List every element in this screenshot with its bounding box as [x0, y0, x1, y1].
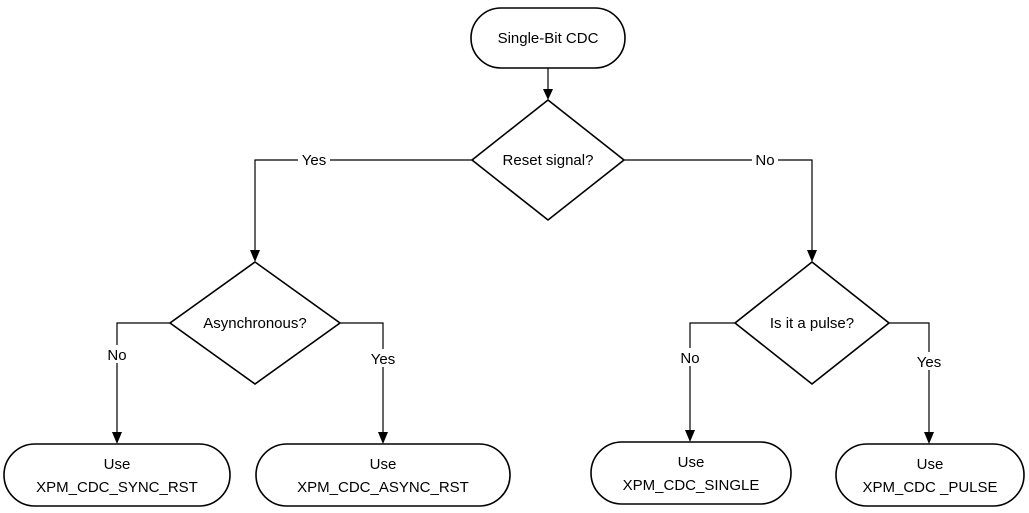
decision-asynchronous [168, 261, 342, 385]
arrowhead [543, 89, 553, 100]
edge-label-async-no: No [107, 347, 126, 364]
outcome-sync-rst-line2: XPM_CDC_SYNC_RST [36, 479, 198, 496]
decision-asynchronous-label: Asynchronous? [203, 315, 306, 332]
decision-is-pulse-label: Is it a pulse? [770, 315, 854, 332]
decision-reset-signal [470, 98, 626, 222]
arrowhead [378, 432, 388, 444]
connector-reset-no [624, 159, 813, 252]
outcome-single [590, 441, 792, 505]
edge-label-async-yes: Yes [371, 351, 395, 368]
decision-is-pulse [733, 260, 891, 386]
connector-pulse-yes [889, 322, 930, 434]
connector-reset-yes [254, 159, 472, 252]
outcome-pulse [835, 443, 1025, 507]
connector-pulse-no [689, 322, 735, 432]
edge-label-reset-yes: Yes [302, 152, 326, 169]
connector-async-no [116, 322, 170, 434]
outcome-sync-rst [3, 443, 231, 507]
connector-async-yes [340, 322, 384, 434]
arrowhead [112, 432, 122, 444]
outcome-async-rst-line1: Use [370, 456, 397, 473]
edge-label-reset-no: No [755, 152, 774, 169]
decision-reset-signal-label: Reset signal? [503, 152, 594, 169]
edge-label-pulse-no: No [680, 350, 699, 367]
outcome-pulse-line1: Use [917, 456, 944, 473]
outcome-async-rst [255, 443, 511, 507]
arrowhead [685, 430, 695, 442]
outcome-async-rst-line2: XPM_CDC_ASYNC_RST [297, 479, 469, 496]
arrowhead [807, 250, 817, 262]
start-node-label: Single-Bit CDC [498, 30, 599, 47]
arrowhead [250, 250, 260, 262]
outcome-sync-rst-line1: Use [104, 456, 131, 473]
arrowhead [924, 432, 934, 444]
outcome-single-line2: XPM_CDC_SINGLE [623, 477, 760, 494]
outcome-pulse-line2: XPM_CDC _PULSE [862, 479, 997, 496]
outcome-single-line1: Use [678, 454, 705, 471]
edge-label-pulse-yes: Yes [917, 354, 941, 371]
